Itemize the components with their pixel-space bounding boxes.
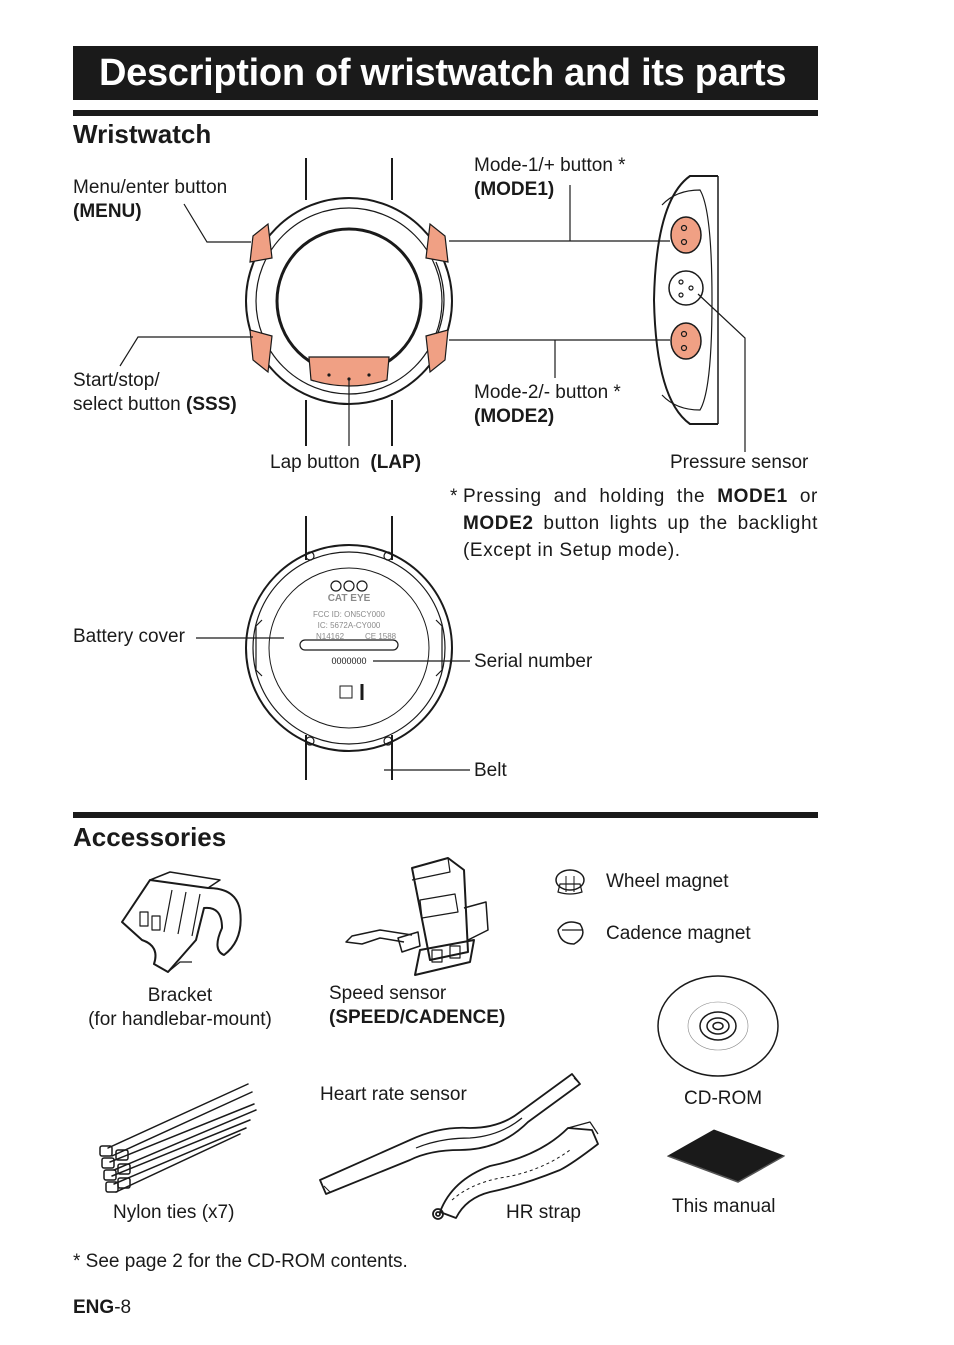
wristwatch-heading: Wristwatch [73, 119, 212, 149]
speed-sensor-illustration [345, 857, 489, 976]
nylon-ties-illustration [99, 1083, 257, 1193]
serial-print: 0000000 [331, 656, 366, 666]
note-part1: Pressing and holding the [463, 486, 718, 507]
cadence-magnet-icon [557, 921, 584, 945]
hr-strap-illustration [432, 1121, 599, 1220]
menu-button-label: Menu/enter button (MENU) [73, 176, 227, 224]
brand-print: CAT EYE [328, 593, 371, 604]
speed-sensor-code: (SPEED/CADENCE) [329, 1007, 506, 1028]
n-print: N14162 [316, 632, 345, 641]
backlight-note: * Pressing and holding the MODE1 or MODE… [450, 483, 818, 564]
bracket-line1: Bracket [147, 985, 213, 1006]
mode2-button-code: (MODE2) [474, 406, 555, 427]
menu-button-code: (MENU) [73, 201, 142, 222]
wheel-magnet-icon [555, 869, 585, 895]
sss-button-line2: select button [73, 394, 181, 415]
heart-rate-sensor-illustration [319, 1073, 581, 1195]
wheel-magnet-label: Wheel magnet [606, 871, 729, 892]
page-number: ENG-8 [73, 1296, 131, 1320]
watch-front-illustration [245, 158, 453, 446]
page-number-suffix: -8 [114, 1297, 132, 1318]
ce-print: CE 1588 [365, 632, 397, 641]
sss-button-label: Start/stop/ select button (SSS) [73, 369, 237, 417]
bracket-line2: (for handlebar-mount) [88, 1009, 272, 1030]
lap-button-text: Lap button [270, 452, 360, 473]
watch-back-illustration [245, 516, 453, 780]
page-number-prefix: ENG [73, 1297, 115, 1318]
cd-rom-label: CD-ROM [684, 1088, 763, 1109]
cd-rom-illustration [657, 975, 779, 1077]
note-mode1: MODE1 [717, 486, 788, 507]
menu-button-text: Menu/enter button [73, 177, 228, 198]
back-print: CAT EYE FCC ID: ON5CY000 IC: 5672A-CY000… [313, 593, 397, 666]
section-rule-top [73, 110, 818, 116]
note-asterisk: * [450, 486, 458, 507]
note-mode2: MODE2 [463, 513, 534, 534]
sss-button-code: (SSS) [186, 394, 237, 415]
sss-button-line1: Start/stop/ [73, 370, 160, 391]
battery-cover-label: Battery cover [73, 626, 185, 647]
pressure-sensor-label: Pressure sensor [670, 452, 809, 473]
page-title: Description of wristwatch and its parts [73, 46, 818, 100]
note-part2: or [787, 486, 818, 507]
ic-print: IC: 5672A-CY000 [318, 621, 381, 630]
front-leader-lines [119, 185, 746, 452]
fcc-print: FCC ID: ON5CY000 [313, 610, 386, 619]
lap-button-code: (LAP) [370, 452, 422, 473]
bracket-label: Bracket (for handlebar-mount) [80, 984, 280, 1032]
mode1-button-text: Mode-1/+ button * [474, 155, 626, 176]
back-leader-lines [196, 637, 470, 771]
lap-button-label: Lap button (LAP) [270, 451, 421, 475]
watch-side-illustration [652, 175, 719, 425]
bracket-illustration [121, 871, 242, 973]
mode1-button-label: Mode-1/+ button * (MODE1) [474, 154, 626, 202]
speed-sensor-label: Speed sensor (SPEED/CADENCE) [329, 982, 505, 1030]
cd-rom-footnote: * See page 2 for the CD-ROM contents. [73, 1251, 408, 1272]
belt-label: Belt [474, 760, 507, 781]
mode2-button-text: Mode-2/- button * [474, 382, 621, 403]
manual-illustration [666, 1129, 786, 1183]
heart-rate-sensor-label: Heart rate sensor [320, 1084, 467, 1105]
speed-sensor-text: Speed sensor [329, 983, 447, 1004]
mode2-button-label: Mode-2/- button * (MODE2) [474, 381, 621, 429]
hr-strap-label: HR strap [506, 1202, 581, 1223]
serial-number-label: Serial number [474, 651, 593, 672]
manual-label: This manual [672, 1196, 776, 1217]
mode1-button-code: (MODE1) [474, 179, 555, 200]
cadence-magnet-label: Cadence magnet [606, 923, 751, 944]
section-rule-accessories [73, 812, 818, 818]
nylon-ties-label: Nylon ties (x7) [113, 1202, 235, 1223]
accessories-heading: Accessories [73, 822, 227, 852]
note-part3: button lights up the backlight (Except i… [463, 513, 818, 561]
